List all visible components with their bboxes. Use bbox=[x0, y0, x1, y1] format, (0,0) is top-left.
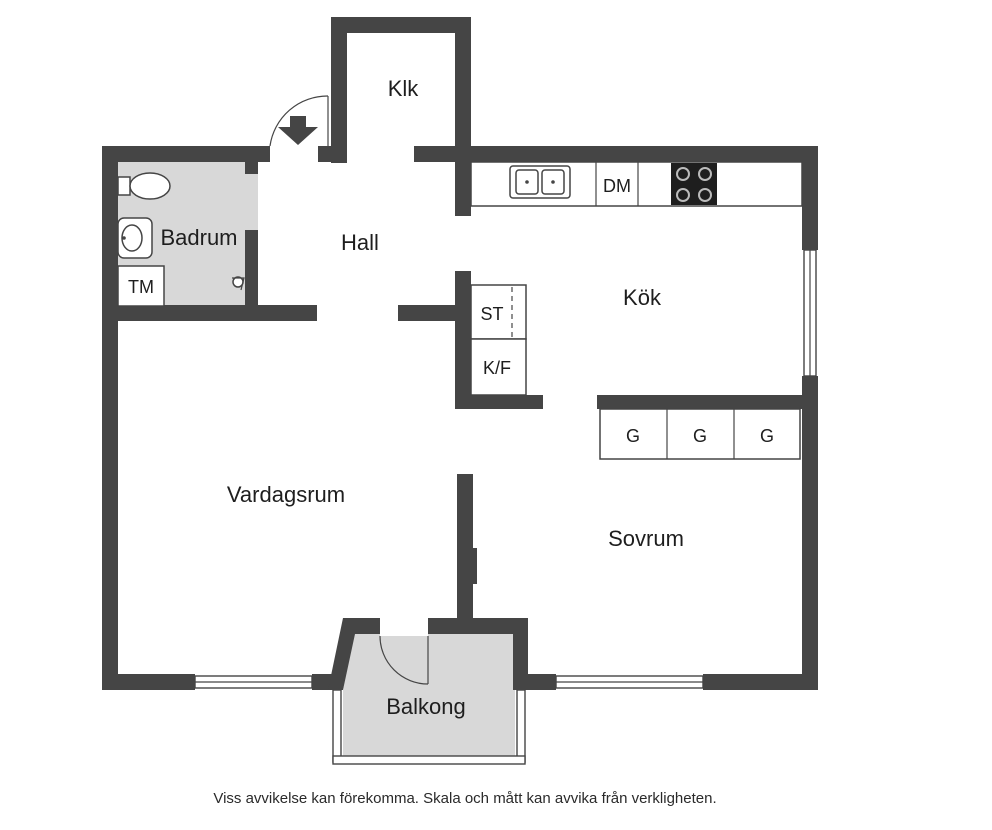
fixture-label-st: ST bbox=[480, 304, 503, 324]
bathroom-fixtures bbox=[117, 172, 245, 307]
fixture-label-kf: K/F bbox=[483, 358, 511, 378]
room-label-hall: Hall bbox=[341, 230, 379, 255]
room-label-kok: Kök bbox=[623, 285, 662, 310]
fixture-label-wardrobe-3: G bbox=[760, 426, 774, 446]
fixture-label-tm: TM bbox=[128, 277, 154, 297]
room-label-klk: Klk bbox=[388, 76, 420, 101]
windows bbox=[194, 249, 817, 765]
kitchen-fixtures bbox=[470, 161, 803, 396]
disclaimer-text: Viss avvikelse kan förekomma. Skala och … bbox=[213, 790, 717, 807]
doors bbox=[269, 95, 429, 685]
room-label-balkong: Balkong bbox=[386, 694, 466, 719]
bedroom-wardrobes bbox=[599, 408, 801, 460]
fixture-label-dm: DM bbox=[603, 176, 631, 196]
fixture-label-wardrobe-1: G bbox=[626, 426, 640, 446]
room-label-sovrum: Sovrum bbox=[608, 526, 684, 551]
balcony-floor bbox=[343, 632, 515, 762]
fixture-label-wardrobe-2: G bbox=[693, 426, 707, 446]
room-label-badrum: Badrum bbox=[160, 225, 237, 250]
walls bbox=[102, 17, 818, 690]
room-label-vardagsrum: Vardagsrum bbox=[227, 482, 345, 507]
entrance-arrow-icon bbox=[278, 116, 318, 145]
